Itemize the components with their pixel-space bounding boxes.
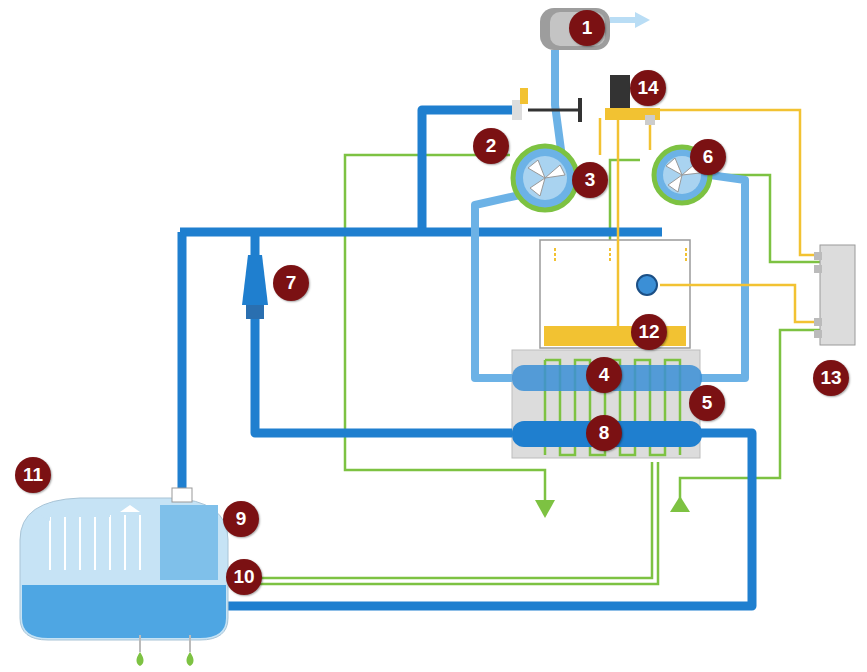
callout-number: 7: [273, 265, 309, 301]
callout-number: 9: [223, 501, 259, 537]
callout-number: 3: [572, 162, 608, 198]
callout-number: 12: [631, 314, 667, 350]
callout-number: 6: [690, 139, 726, 175]
callout-number: 1: [569, 10, 605, 46]
callout-number: 10: [226, 559, 262, 595]
callout-number: 14: [630, 70, 666, 106]
callout-number: 11: [15, 457, 51, 493]
callout-number: 8: [586, 415, 622, 451]
callout-number: 4: [586, 357, 622, 393]
callout-number: 13: [813, 360, 849, 396]
callout-number: 2: [473, 128, 509, 164]
callout-number: 5: [689, 385, 725, 421]
